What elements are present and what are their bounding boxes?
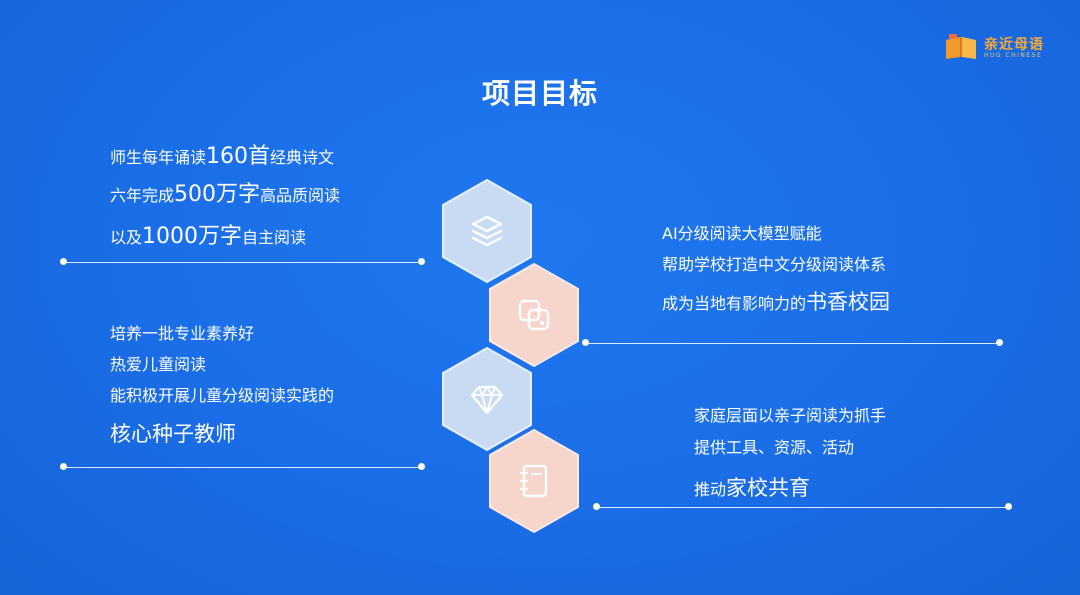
connector-dot [60, 463, 67, 470]
goal-text: 成为当地有影响力的 [662, 294, 807, 313]
goal-line: 家庭层面以亲子阅读为抓手 [694, 408, 886, 424]
connector-dot [996, 339, 1003, 346]
overlap-squares-icon [518, 299, 550, 331]
notebook-icon [519, 464, 548, 498]
layers-icon [471, 215, 503, 247]
connector-dot [593, 503, 600, 510]
connector-line [585, 343, 999, 344]
goal-line: 能积极开展儿童分级阅读实践的 [110, 388, 334, 404]
goal-block-ai-reading: AI分级阅读大模型赋能 帮助学校打造中文分级阅读体系 成为当地有影响力的书香校园 [662, 226, 962, 326]
goal-text: 能积极开展儿童分级阅读实践的 [110, 386, 335, 405]
goal-text: 家庭层面以亲子阅读为抓手 [694, 406, 887, 425]
hex-overlap [487, 262, 581, 368]
goal-block-teachers: 培养一批专业素养好 热爱儿童阅读 能积极开展儿童分级阅读实践的 核心种子教师 [110, 326, 430, 450]
goal-text: 以及 [110, 228, 143, 247]
goal-text: 六年完成 [110, 186, 175, 205]
goal-text: 经典诗文 [270, 148, 335, 167]
goal-line: 以及1000万字自主阅读 [110, 226, 306, 248]
connector-dot [418, 258, 425, 265]
goal-text: 热爱儿童阅读 [110, 355, 207, 374]
goal-text: AI分级阅读大模型赋能 [662, 224, 822, 243]
goal-highlight: 家校共育 [726, 476, 811, 500]
goal-line: 成为当地有影响力的书香校园 [662, 292, 890, 313]
goal-line: 核心种子教师 [110, 424, 236, 445]
goal-line: 推动家校共育 [694, 478, 810, 499]
goal-block-reading: 师生每年诵读160首经典诗文 六年完成500万字高品质阅读 以及1000万字自主… [110, 142, 430, 252]
goal-line: 培养一批专业素养好 [110, 326, 254, 342]
goal-line: 帮助学校打造中文分级阅读体系 [662, 257, 886, 273]
goal-line: 六年完成500万字高品质阅读 [110, 184, 340, 206]
goal-text: 高品质阅读 [260, 186, 341, 205]
connector-line [63, 262, 421, 263]
hex-notebook [487, 428, 581, 534]
goal-highlight: 1000万字 [142, 224, 243, 249]
goal-text: 培养一批专业素养好 [110, 324, 255, 343]
hex-layers [440, 178, 534, 284]
logo-name: 亲近母语 [984, 37, 1044, 53]
goal-block-family: 家庭层面以亲子阅读为抓手 提供工具、资源、活动 推动家校共育 [694, 408, 994, 502]
connector-dot [418, 463, 425, 470]
goal-text: 推动 [694, 480, 727, 499]
book-logo-icon [946, 34, 976, 59]
connector-dot [60, 258, 67, 265]
goal-line: 师生每年诵读160首经典诗文 [110, 146, 334, 168]
connector-dot [582, 339, 589, 346]
goal-text: 师生每年诵读 [110, 148, 207, 167]
page-title: 项目目标 [481, 77, 598, 110]
brand-logo: 亲近母语 HUG CHINESE [944, 32, 1056, 62]
goal-line: AI分级阅读大模型赋能 [662, 226, 822, 242]
goal-highlight: 160首 [206, 144, 271, 169]
goal-line: 热爱儿童阅读 [110, 357, 206, 373]
connector-dot [1005, 503, 1012, 510]
goal-text: 自主阅读 [242, 228, 307, 247]
connector-line [596, 507, 1008, 508]
hex-diamond [440, 346, 534, 452]
goal-text: 帮助学校打造中文分级阅读体系 [662, 255, 887, 274]
goal-line: 提供工具、资源、活动 [694, 440, 854, 456]
goal-highlight: 500万字 [174, 182, 261, 207]
connector-line [63, 467, 421, 468]
goal-text: 提供工具、资源、活动 [694, 438, 855, 457]
goal-highlight: 书香校园 [806, 290, 891, 314]
goal-highlight: 核心种子教师 [110, 422, 236, 446]
logo-subtitle: HUG CHINESE [984, 52, 1043, 59]
diamond-icon [470, 385, 504, 415]
